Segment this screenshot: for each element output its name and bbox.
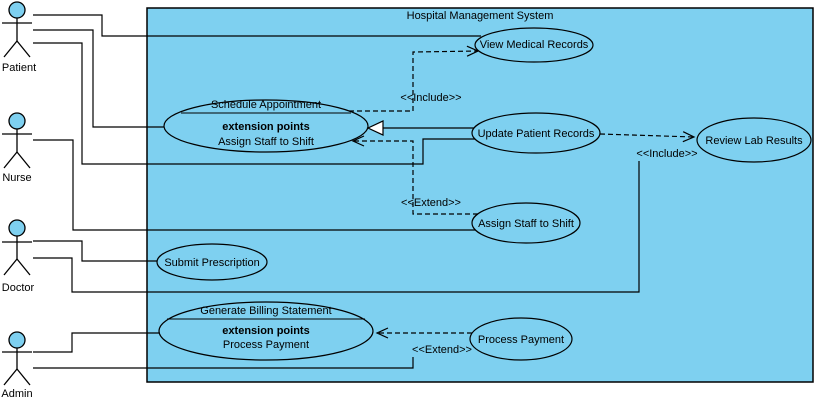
actor-doctor[interactable] [2,219,32,276]
extend-assign-staff-to-shift-schedule-appointment[interactable] [351,135,478,215]
usecase-update-patient-records[interactable] [471,112,601,154]
usecase-submit-prescription[interactable] [156,243,268,281]
usecase-generate-billing-statement-extension-header: extension points [222,325,309,337]
usecase-view-medical-records[interactable] [474,27,594,63]
usecase-process-payment[interactable] [469,317,573,361]
usecase-generate-billing-statement[interactable] [158,301,374,361]
actor-admin-leg-left [3,368,18,386]
actor-patient-label: Patient [2,62,36,74]
extend-label-2: <<Extend>> [412,344,472,356]
actor-doctor-leg-left [3,258,18,276]
actor-doctor-head [8,219,26,237]
include-label-2: <<Include>> [636,148,697,160]
usecase-view-medical-records-label: View Medical Records [480,39,589,51]
association-admin-process-payment[interactable] [33,357,414,369]
actor-patient[interactable] [2,1,32,58]
actor-nurse-label: Nurse [2,172,31,184]
include-label-1: <<Include>> [400,92,461,104]
actor-doctor-leg-right [16,258,31,276]
extend-label-1: <<Extend>> [401,197,461,209]
usecase-generate-billing-statement-extension-point: Process Payment [223,339,309,351]
association-patient-update-patient-records[interactable] [33,42,475,165]
association-admin-generate-billing-statement[interactable] [33,332,159,353]
usecase-schedule-appointment-extension-point: Assign Staff to Shift [218,136,314,148]
usecase-generate-billing-statement-label: Generate Billing Statement [200,305,331,317]
actor-nurse-leg-right [16,151,31,169]
actor-nurse-head [8,112,26,130]
actor-admin[interactable] [2,331,32,386]
association-doctor-submit-prescription[interactable] [33,240,157,262]
actor-admin-head [8,331,26,349]
usecase-assign-staff-to-shift[interactable] [471,202,581,244]
association-patient-schedule-appointment[interactable] [33,29,164,128]
association-nurse-assign-staff-to-shift[interactable] [33,139,475,231]
actor-nurse-leg-left [3,151,18,169]
usecase-review-lab-results-label: Review Lab Results [705,135,803,147]
actor-nurse[interactable] [2,112,32,169]
usecase-update-patient-records-label: Update Patient Records [478,128,595,140]
actor-patient-leg-left [3,40,18,58]
actor-patient-head [8,1,26,19]
actor-doctor-label: Doctor [2,282,35,294]
association-patient-view-medical-records[interactable] [33,14,481,37]
usecase-submit-prescription-label: Submit Prescription [164,257,259,269]
usecase-schedule-appointment-extension-header: extension points [222,121,309,133]
actor-admin-leg-right [16,368,31,386]
usecase-assign-staff-to-shift-label: Assign Staff to Shift [478,218,574,230]
generalization-arrowhead [366,120,384,136]
usecase-process-payment-label: Process Payment [478,334,564,346]
actor-patient-leg-right [16,40,31,58]
system-boundary-title: Hospital Management System [407,10,554,22]
usecase-schedule-appointment-label: Schedule Appointment [211,99,321,111]
usecase-review-lab-results[interactable] [696,117,812,163]
include-schedule-appointment-view-medical-records[interactable] [349,45,480,112]
actor-admin-label: Admin [1,388,32,400]
association-doctor-review-lab-results[interactable] [33,161,640,293]
